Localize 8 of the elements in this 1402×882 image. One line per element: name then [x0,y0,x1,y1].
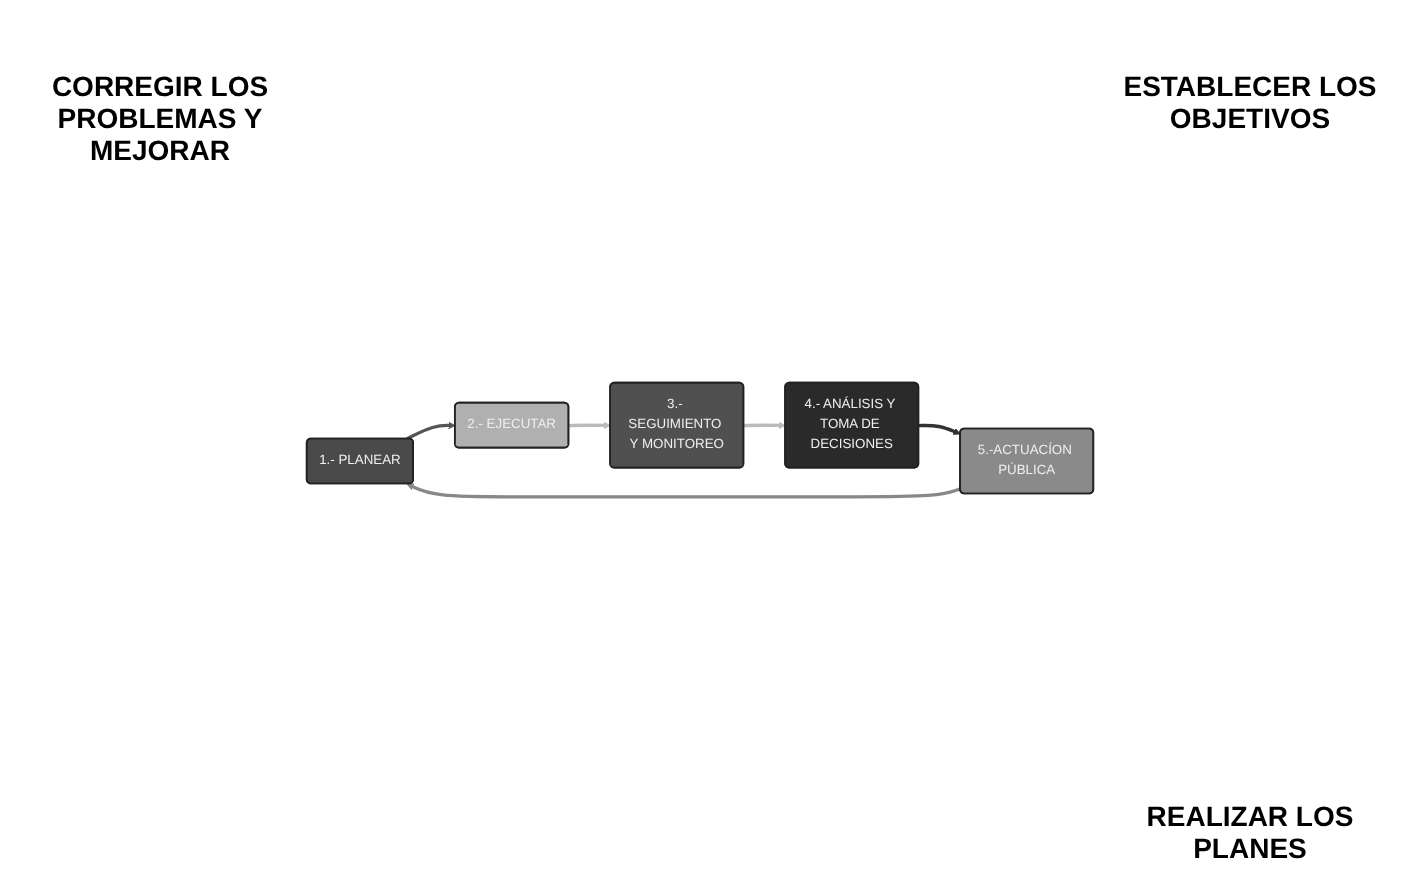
arrow [406,422,456,441]
arrow [743,422,786,430]
note-text: ESTABLECER LOS OBJETIVOS [1121,70,1379,134]
arrow [568,422,611,430]
note-text: REALIZAR LOS PLANES [1144,800,1356,864]
arrow [406,483,962,499]
note-text: CORREGIR LOS PROBLEMAS Y MEJORAR [49,70,271,166]
arrow [918,424,961,436]
